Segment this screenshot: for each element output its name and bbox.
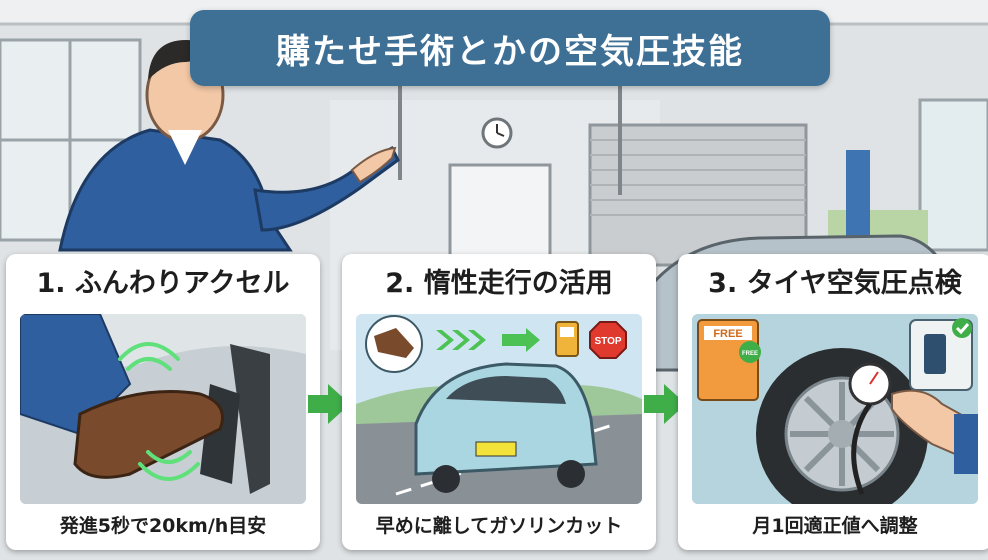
fuel-pump-check-icon [909, 318, 973, 391]
step-caption-3: 月1回適正値へ調整 [752, 515, 918, 537]
step-caption-2: 早めに離してガソリンカット [375, 515, 623, 537]
step-image-coasting: STOP [356, 314, 642, 504]
step-image-accelerator [20, 314, 306, 504]
tire-gauge-icon [848, 362, 892, 495]
stop-sign-icon: STOP [589, 321, 627, 359]
step-caption-1: 発進5秒で20km/h目安 [59, 515, 267, 537]
step-card-3: 3. タイヤ空気圧点検 FREE FREE [678, 254, 988, 550]
step-image-tire-pressure: FREE FREE [692, 314, 978, 504]
step-heading-3: 3. タイヤ空気圧点検 [708, 268, 962, 299]
step-heading-1: 1. ふんわりアクセル [36, 268, 290, 299]
free-sign-label: FREE [713, 328, 742, 340]
free-badge-label: FREE [742, 351, 758, 357]
chevron-arrow-icon [436, 328, 540, 352]
fuel-station-sign: FREE FREE [697, 319, 761, 401]
clock-icon [481, 117, 513, 149]
page-title: 購たせ手術とかの空気圧技能 [190, 10, 830, 86]
step-card-1: 1. ふんわりアクセル 発進5秒で20km/h目安 [6, 254, 320, 550]
stop-sign-label: STOP [594, 336, 621, 347]
checkmark-icon [952, 318, 972, 338]
fuel-pump-icon [555, 321, 579, 357]
step-heading-2: 2. 惰性走行の活用 [385, 268, 613, 299]
step-card-2: 2. 惰性走行の活用 [342, 254, 656, 550]
